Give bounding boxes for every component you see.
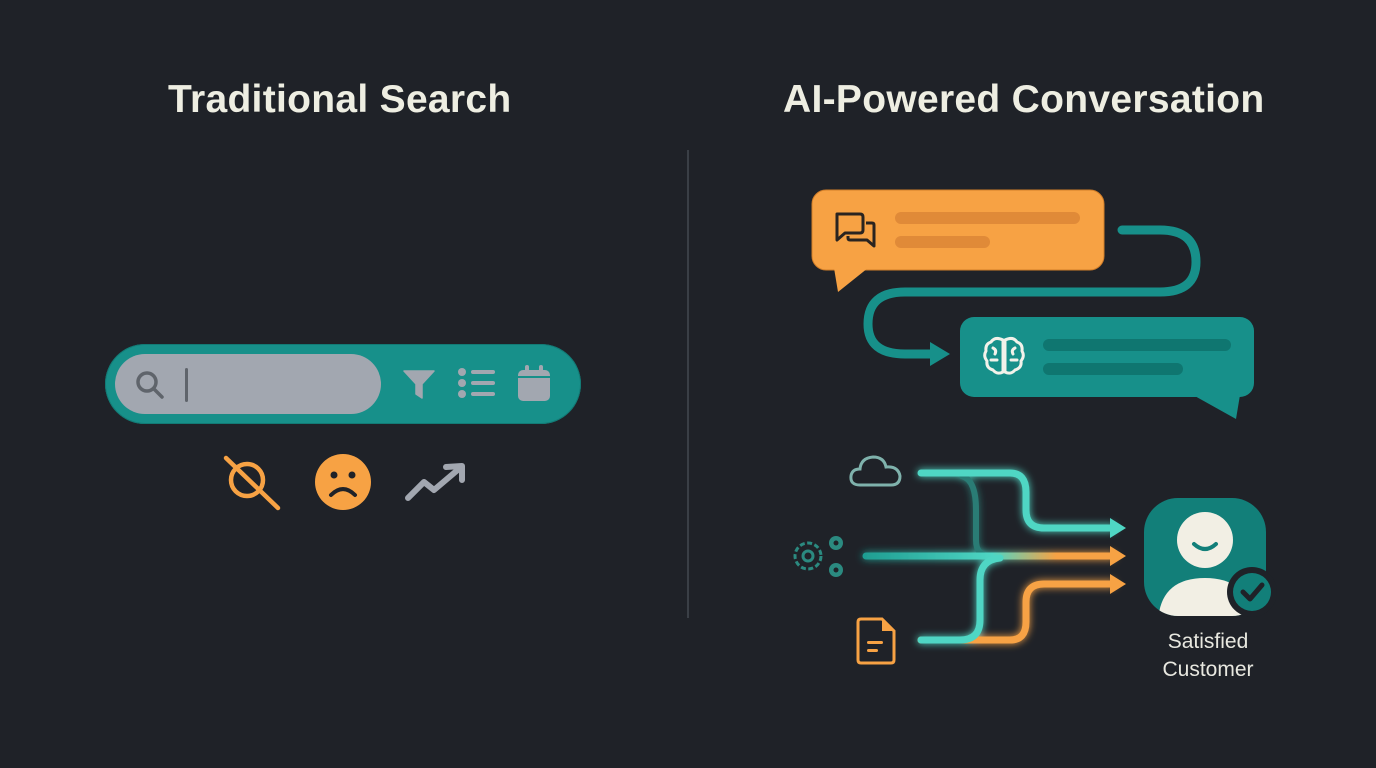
- search-bar: [105, 344, 581, 424]
- satisfied-user-icon: [1144, 498, 1277, 617]
- no-results-icon: [223, 455, 281, 511]
- satisfied-customer-label: Satisfied Customer: [1130, 628, 1286, 684]
- list-icon[interactable]: [457, 366, 497, 400]
- traditional-search-title: Traditional Search: [168, 78, 512, 121]
- panel-divider: [687, 150, 689, 618]
- ai-response-bubble: [960, 317, 1254, 419]
- label-line-2: Customer: [1162, 658, 1254, 681]
- chat-icon: [835, 212, 876, 248]
- sad-face-icon: [315, 454, 371, 510]
- label-line-1: Satisfied: [1167, 630, 1249, 653]
- trending-up-icon: [405, 463, 465, 501]
- filter-icon[interactable]: [403, 368, 435, 400]
- cloud-icon: [849, 455, 902, 487]
- user-message-bubble: [811, 189, 1105, 292]
- document-icon: [856, 617, 896, 665]
- text-cursor: [185, 368, 188, 402]
- brain-icon: [983, 336, 1025, 375]
- ai-conversation-title: AI-Powered Conversation: [783, 78, 1265, 121]
- search-icon: [136, 371, 164, 399]
- search-input[interactable]: [115, 354, 381, 414]
- checkmark-badge: [1233, 573, 1271, 611]
- gears-icon: [793, 536, 843, 577]
- calendar-icon[interactable]: [517, 364, 551, 402]
